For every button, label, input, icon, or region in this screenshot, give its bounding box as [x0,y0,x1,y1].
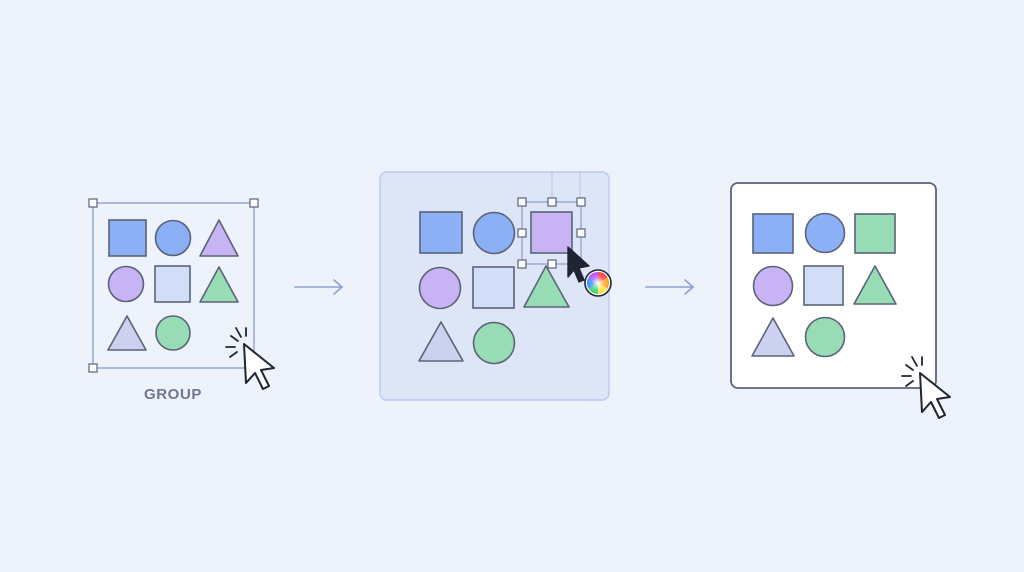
blue-square [108,219,147,257]
green-triangle [199,266,239,303]
step-label-group: GROUP [144,386,202,403]
step-3-result [730,182,951,419]
green-triangle [853,265,897,305]
group-selection-box[interactable] [92,202,255,369]
resize-handle-icon[interactable] [88,363,98,373]
color-picker-icon[interactable] [584,269,612,297]
cursor-arrow-icon [919,372,951,419]
green-circle [804,316,846,358]
blue-circle [804,212,846,254]
cursor-arrow-icon [243,343,275,390]
blue-square [752,213,794,254]
green-triangle [523,265,570,308]
lavender-triangle [107,315,147,351]
lavender-triangle [418,321,464,362]
pale-blue-square [154,265,191,303]
green-circle [472,321,516,365]
green-circle [155,315,191,351]
resize-handle-icon[interactable] [249,198,259,208]
pale-blue-square [803,265,844,306]
cursor-arrow-icon [567,246,590,283]
purple-circle [418,266,462,310]
lavender-triangle [751,317,795,357]
click-burst-icon [225,327,247,358]
step-1-group-selection [88,198,275,390]
click-burst-icon [901,356,923,387]
blue-circle [154,219,192,257]
arrow-right-icon [645,279,694,295]
blue-square [419,211,463,254]
resize-handle-icon[interactable] [517,197,586,269]
pale-blue-square [472,266,515,309]
arrow-right-icon [294,279,343,295]
blue-circle [472,211,516,255]
purple-triangle [199,219,239,257]
purple-circle [107,265,145,303]
step-2-edit-inside-group [379,171,612,401]
selected-purple-square[interactable] [530,211,573,254]
resize-handle-icon[interactable] [88,198,98,208]
purple-circle [752,265,794,307]
green-square [854,213,896,254]
